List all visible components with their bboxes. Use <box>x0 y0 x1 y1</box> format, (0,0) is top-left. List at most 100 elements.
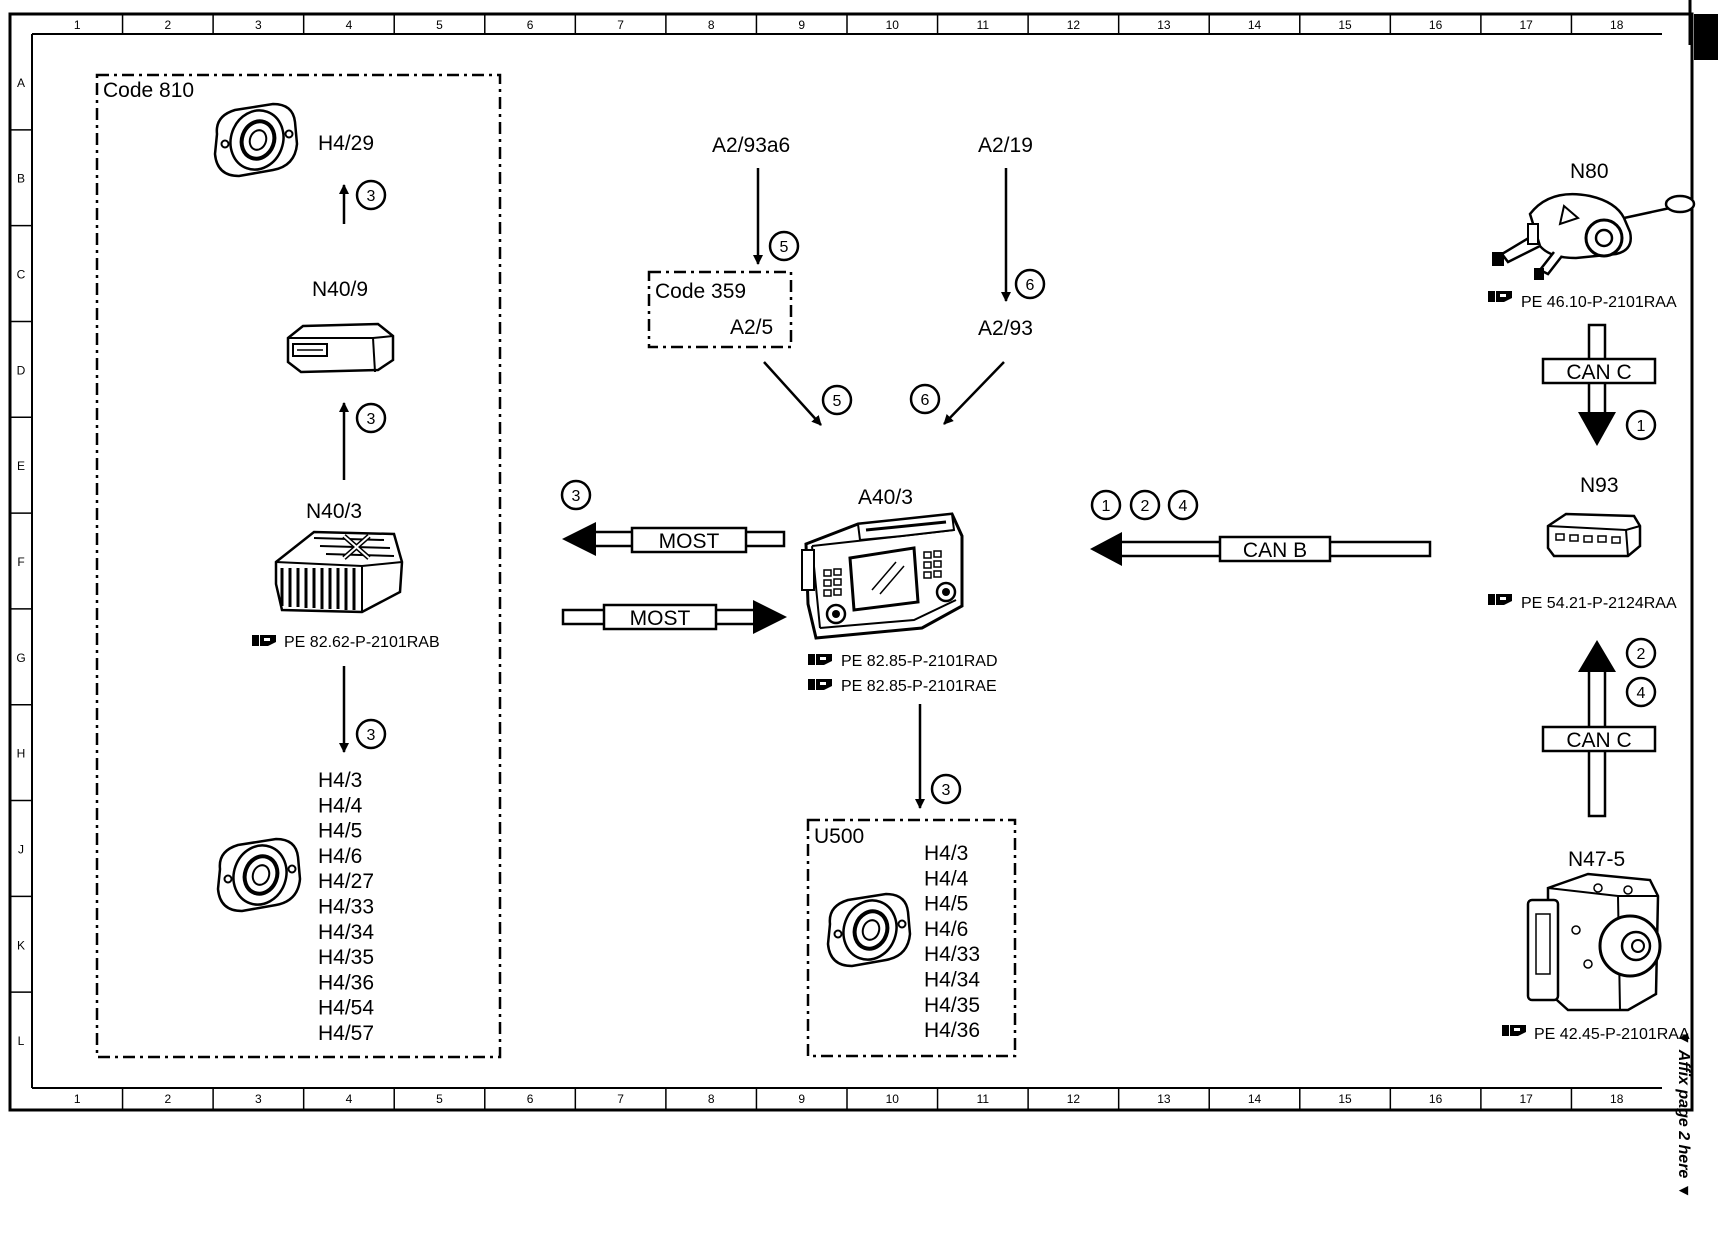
grid-column-label: 6 <box>527 18 534 32</box>
grid-row-label: D <box>17 363 26 377</box>
grid-row-label: A <box>17 76 25 90</box>
grid-column-label: 8 <box>708 18 715 32</box>
speaker-id: H4/36 <box>924 1019 980 1042</box>
speaker-list-left: H4/3H4/4H4/5H4/6H4/27H4/33H4/34H4/35H4/3… <box>318 769 374 1045</box>
a40-3-reference-2: PE 82.85-P-2101RAE <box>841 678 997 695</box>
speaker-id: H4/27 <box>318 870 374 893</box>
grid-row-label: E <box>17 459 25 473</box>
grid-column-label: 9 <box>798 1092 805 1106</box>
n93-label: N93 <box>1580 474 1619 497</box>
speaker-id: H4/5 <box>924 893 968 916</box>
grid-column-label: 18 <box>1610 18 1624 32</box>
can-c-top-bus <box>1541 323 1657 446</box>
n47-5-label: N47-5 <box>1568 848 1625 871</box>
most-in-label: MOST <box>630 607 691 630</box>
marker-number: 2 <box>1637 646 1646 663</box>
code-359-label: Code 359 <box>655 280 746 303</box>
marker-number: 6 <box>921 392 930 409</box>
grid-column-label: 7 <box>617 1092 624 1106</box>
marker-number: 3 <box>367 411 376 428</box>
grid-row-label: J <box>18 842 24 856</box>
can-c-bottom-bus <box>1541 640 1657 818</box>
marker-number: 3 <box>367 727 376 744</box>
grid-column-label: 4 <box>346 18 353 32</box>
grid-column-label: 4 <box>346 1092 353 1106</box>
grid-column-label: 3 <box>255 1092 262 1106</box>
code-359-group-box <box>647 270 793 349</box>
speaker-id: H4/6 <box>318 845 362 868</box>
n93-reference-icon <box>1488 594 1512 605</box>
speaker-id: H4/4 <box>924 867 969 890</box>
n47-5-reference-icon <box>1502 1025 1526 1036</box>
marker-can-c-bottom-4: 4 <box>1625 676 1657 708</box>
marker-most-out: 3 <box>560 479 592 511</box>
speaker-id: H4/34 <box>318 921 374 944</box>
grid-column-label: 15 <box>1338 1092 1352 1106</box>
grid-column-label: 7 <box>617 18 624 32</box>
n40-3-reference-icon <box>252 635 276 646</box>
n40-9-label: N40/9 <box>312 278 368 301</box>
grid-row-label: G <box>16 651 25 665</box>
most-out-label: MOST <box>659 530 720 553</box>
n40-3-reference: PE 82.62-P-2101RAB <box>284 634 440 651</box>
can-b-bus <box>1090 532 1432 566</box>
grid-column-label: 10 <box>886 18 900 32</box>
code-810-group-box <box>95 73 502 1059</box>
grid-row-label: L <box>18 1034 25 1048</box>
grid-column-label: 1 <box>74 1092 81 1106</box>
speaker-id: H4/3 <box>318 769 362 792</box>
grid-column-label: 15 <box>1338 18 1352 32</box>
grid-column-label: 11 <box>977 1092 990 1106</box>
marker-number: 3 <box>942 782 951 799</box>
grid-row-label: H <box>17 747 26 761</box>
most-out-bus <box>562 522 786 556</box>
n93-reference: PE 54.21-P-2124RAA <box>1521 595 1677 612</box>
arrow-a2-93-to-a40-3 <box>943 361 1005 425</box>
grid-column-label: 5 <box>436 1092 443 1106</box>
n47-5-esp-unit-icon <box>1526 872 1662 1012</box>
marker-number: 4 <box>1637 685 1646 702</box>
grid-column-label: 16 <box>1429 1092 1443 1106</box>
speaker-h4-29-icon <box>213 100 299 180</box>
speaker-id: H4/33 <box>924 943 980 966</box>
marker-number: 4 <box>1179 498 1188 515</box>
grid-column-label: 3 <box>255 18 262 32</box>
grid-column-label: 13 <box>1157 1092 1171 1106</box>
a2-5-label: A2/5 <box>730 316 773 339</box>
grid-column-label: 17 <box>1519 1092 1533 1106</box>
a40-3-reference-1-icon <box>808 654 832 665</box>
grid-column-label: 18 <box>1610 1092 1624 1106</box>
marker-can-b-2: 2 <box>1129 489 1161 521</box>
marker-can-c-top: 1 <box>1625 409 1657 441</box>
affix-page-note: ▼ Affix page 2 here ▼ <box>1675 1030 1692 1199</box>
a40-3-reference-2-icon <box>808 679 832 690</box>
a2-93a6-label: A2/93a6 <box>712 134 790 157</box>
speaker-id: H4/35 <box>318 946 374 969</box>
can-c-bottom-label: CAN C <box>1566 729 1631 752</box>
marker-can-c-bottom-2: 2 <box>1625 637 1657 669</box>
marker-number: 3 <box>367 188 376 205</box>
grid-column-labels: 1122334455667788991010111112121313141415… <box>74 14 1624 1110</box>
marker-number: 2 <box>1141 498 1150 515</box>
grid-column-label: 1 <box>74 18 81 32</box>
speaker-group-left-icon <box>216 835 302 915</box>
grid-column-label: 2 <box>164 18 171 32</box>
grid-row-label: B <box>17 172 25 186</box>
marker-a2-93a6-to-code359: 5 <box>768 230 800 262</box>
code-810-label: Code 810 <box>103 79 194 102</box>
speaker-id: H4/33 <box>318 896 374 919</box>
marker-can-b-1: 1 <box>1090 489 1122 521</box>
marker-number: 1 <box>1637 418 1646 435</box>
speaker-id: H4/3 <box>924 842 968 865</box>
grid-column-label: 5 <box>436 18 443 32</box>
a40-3-label: A40/3 <box>858 486 913 509</box>
grid-column-label: 6 <box>527 1092 534 1106</box>
a2-19-label: A2/19 <box>978 134 1033 157</box>
grid-column-label: 11 <box>977 18 990 32</box>
speaker-id: H4/6 <box>924 918 968 941</box>
marker-number: 6 <box>1026 277 1035 294</box>
a40-3-head-unit-icon <box>801 512 964 640</box>
